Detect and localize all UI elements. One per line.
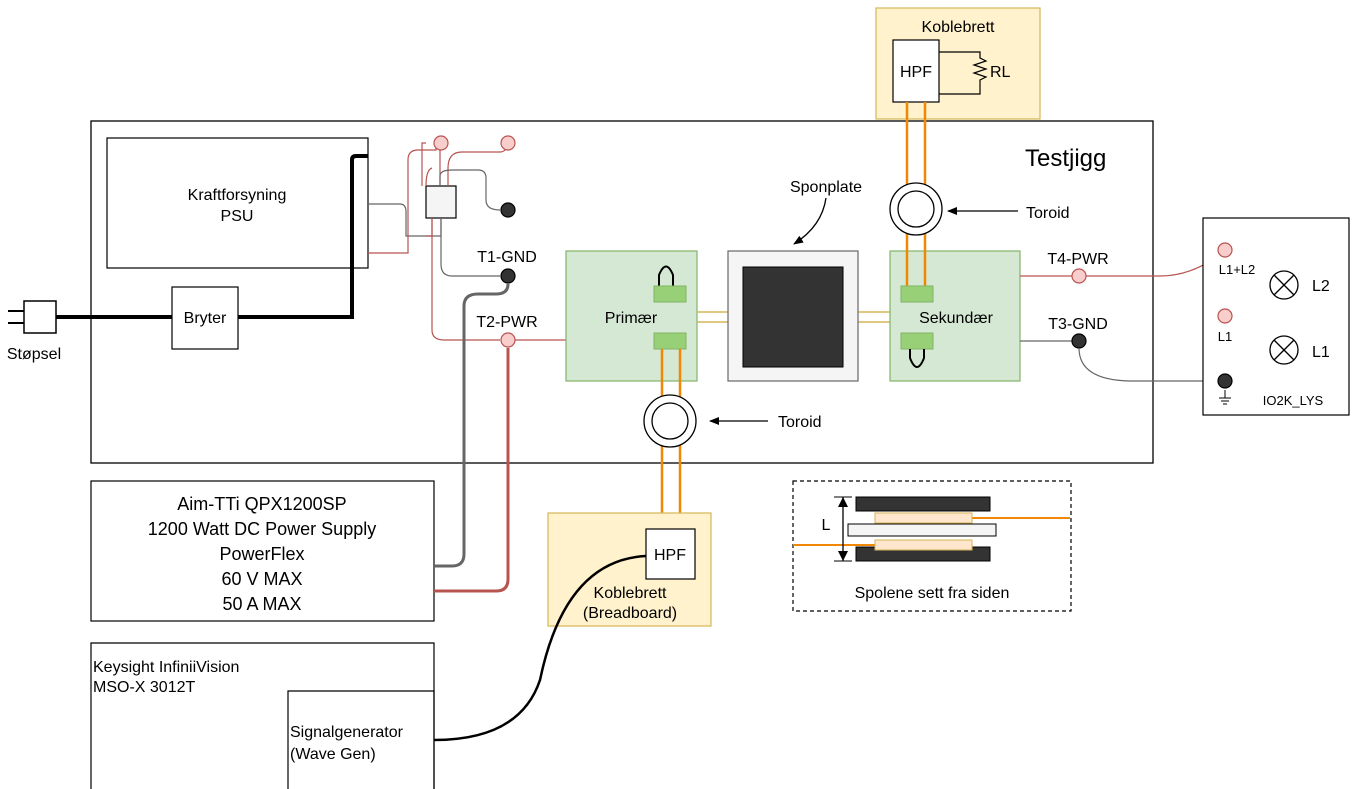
primary-loop bbox=[658, 265, 674, 287]
secondary-loop bbox=[909, 349, 925, 368]
terminal-l1l2 bbox=[1217, 242, 1233, 258]
toroid-top-label: Toroid bbox=[1026, 205, 1070, 222]
terminal-l1l2-label: L1+L2 bbox=[1219, 262, 1256, 277]
dimension-arrow bbox=[834, 496, 852, 562]
scope-gen-line1: Signalgenerator bbox=[290, 724, 404, 741]
ground-icon bbox=[1219, 390, 1231, 405]
terminal-red-2 bbox=[500, 135, 516, 151]
hpf-bottom-label: HPF bbox=[654, 547, 686, 564]
lamp-l1-icon bbox=[1269, 335, 1299, 365]
t3-wire bbox=[1078, 347, 1218, 382]
scope-line2: MSO-X 3012T bbox=[93, 679, 195, 696]
terminal-t2 bbox=[500, 332, 516, 348]
power-supply-line3: PowerFlex bbox=[219, 544, 304, 564]
psu-box bbox=[106, 137, 369, 269]
power-supply-box bbox=[90, 480, 435, 622]
junction-box bbox=[425, 185, 457, 219]
t4-label: T4-PWR bbox=[1047, 251, 1108, 268]
bryter-label: Bryter bbox=[184, 310, 227, 327]
coupling-lines bbox=[697, 311, 890, 323]
terminal-t1 bbox=[500, 268, 516, 284]
t1-label: T1-GND bbox=[477, 249, 537, 266]
koblebrett-top-title: Koblebrett bbox=[922, 19, 995, 36]
resistor-rl bbox=[939, 51, 988, 95]
scope-line1: Keysight InfiniiVision bbox=[93, 659, 239, 676]
toroid-bottom-label: Toroid bbox=[778, 414, 822, 431]
t2-label: T2-PWR bbox=[476, 314, 537, 331]
terminal-dark-1 bbox=[500, 202, 516, 218]
terminal-gnd bbox=[1217, 373, 1233, 389]
hpf-bottom-box bbox=[645, 528, 696, 580]
hpf-top-box bbox=[892, 39, 940, 103]
lamp-l1-label: L1 bbox=[1312, 344, 1330, 361]
sponplate-label: Sponplate bbox=[790, 179, 862, 196]
terminal-t4 bbox=[1071, 268, 1087, 284]
primary-block bbox=[565, 250, 698, 382]
psu-line2: PSU bbox=[221, 208, 254, 225]
primary-pad-top bbox=[653, 285, 687, 303]
lamp-l2-icon bbox=[1269, 270, 1299, 300]
primary-label: Primær bbox=[605, 310, 658, 327]
terminal-t3 bbox=[1071, 333, 1087, 349]
power-supply-line4: 60 V MAX bbox=[221, 569, 302, 589]
lights-box-label: IO2K_LYS bbox=[1263, 393, 1324, 408]
mains-cable bbox=[56, 154, 368, 319]
scope-gen-line2: (Wave Gen) bbox=[290, 746, 376, 763]
terminal-red-1 bbox=[433, 135, 449, 151]
sponplate-arrow bbox=[793, 197, 827, 245]
secondary-block bbox=[889, 250, 1021, 382]
supply-cable-pwr bbox=[434, 348, 510, 593]
koblebrett-bottom-line2: (Breadboard) bbox=[583, 605, 677, 622]
signal-cable bbox=[433, 554, 647, 742]
toroid-bottom bbox=[643, 394, 697, 448]
coil-side-drawing bbox=[793, 496, 1070, 562]
lamp-l2-label: L2 bbox=[1312, 278, 1330, 295]
koblebrett-bottom-line1: Koblebrett bbox=[594, 585, 667, 602]
terminal-l1 bbox=[1217, 308, 1233, 324]
toroid-top bbox=[889, 182, 943, 236]
psu-wire-grey bbox=[368, 203, 442, 237]
koblebrett-top: Koblebrett HPF RL bbox=[875, 7, 1041, 120]
coil-side-caption: Spolene sett fra siden bbox=[855, 585, 1010, 602]
hpf-top-label: HPF bbox=[900, 64, 932, 81]
plug-icon bbox=[8, 300, 57, 334]
power-supply-line1: Aim-TTi QPX1200SP bbox=[177, 494, 346, 514]
dimension-label: L bbox=[822, 517, 831, 534]
rl-label: RL bbox=[990, 64, 1011, 81]
secondary-pad-bottom bbox=[900, 332, 934, 350]
supply-cable-gnd bbox=[434, 283, 510, 568]
t3-label: T3-GND bbox=[1048, 316, 1108, 333]
terminal-l1-label: L1 bbox=[1218, 329, 1232, 344]
testjigg-frame bbox=[90, 120, 1154, 464]
testjigg-title: Testjigg bbox=[1025, 145, 1106, 172]
secondary-pad-top bbox=[900, 285, 934, 303]
secondary-label: Sekundær bbox=[919, 310, 993, 327]
power-supply-line2: 1200 Watt DC Power Supply bbox=[148, 519, 376, 539]
plug-label: Støpsel bbox=[7, 346, 61, 363]
primary-pad-bottom bbox=[653, 332, 687, 350]
power-supply-line5: 50 A MAX bbox=[222, 594, 301, 614]
bryter-box bbox=[171, 286, 239, 350]
sponplate-core bbox=[742, 266, 844, 368]
psu-line1: Kraftforsyning bbox=[188, 187, 287, 204]
